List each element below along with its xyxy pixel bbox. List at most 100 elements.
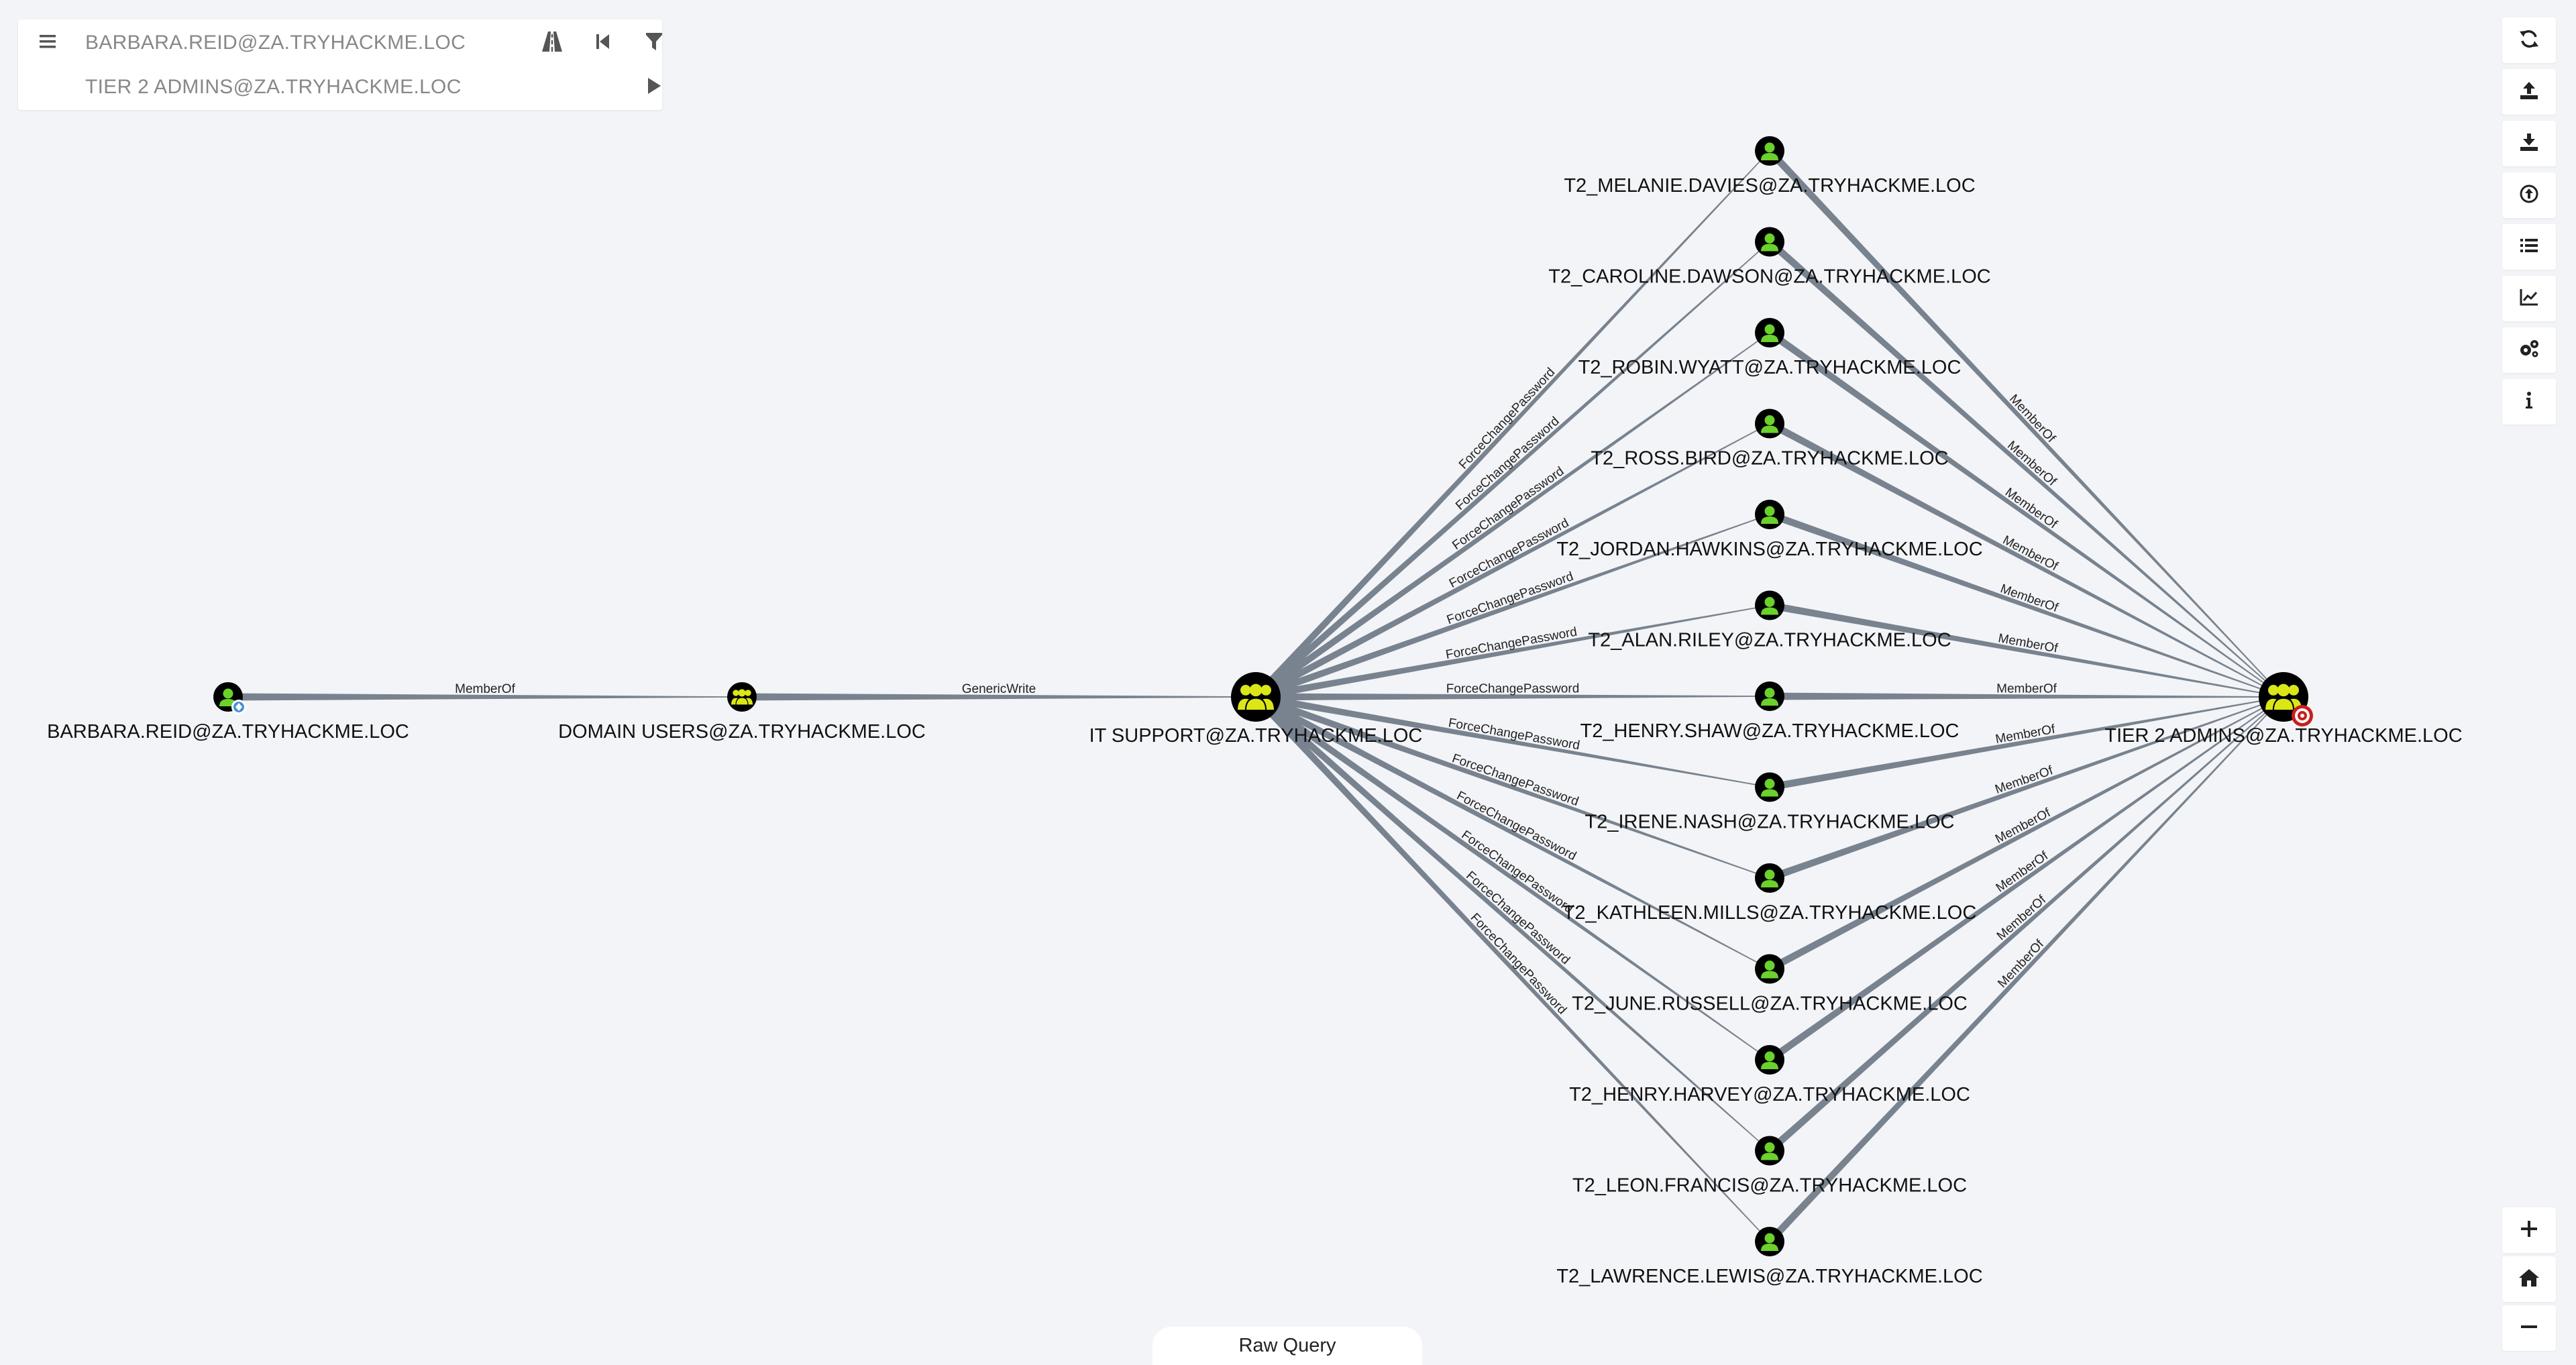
node-label: T2_ROSS.BIRD@ZA.TRYHACKME.LOC	[1591, 448, 1948, 470]
edge-memberof-18[interactable]	[1768, 420, 2284, 698]
edge-forcechangepassword-8[interactable]	[1255, 693, 1770, 701]
node-u4[interactable]: T2_JORDAN.HAWKINS@ZA.TRYHACKME.LOC	[1556, 500, 1983, 560]
edge-memberof-0[interactable]	[228, 693, 742, 701]
zoom-in-button[interactable]	[2502, 1207, 2556, 1253]
edge-label: MemberOf	[1994, 893, 2049, 944]
edge-label: MemberOf	[2004, 439, 2059, 490]
node-tier2[interactable]: TIER 2 ADMINS@ZA.TRYHACKME.LOC	[2104, 672, 2463, 747]
edge-genericwrite-1[interactable]	[742, 693, 1256, 701]
node-label: TIER 2 ADMINS@ZA.TRYHACKME.LOC	[2104, 725, 2462, 747]
group-person-head	[2288, 685, 2299, 696]
queries-button[interactable]	[2502, 224, 2556, 270]
node-label: DOMAIN USERS@ZA.TRYHACKME.LOC	[558, 721, 926, 743]
filter-icon[interactable]	[639, 27, 669, 56]
chart-icon	[2518, 286, 2540, 311]
settings-button[interactable]	[2502, 327, 2556, 373]
edge-memberof-16[interactable]	[1767, 239, 2284, 698]
zoom-out-button[interactable]	[2502, 1305, 2556, 1351]
edge-label: MemberOf	[1996, 681, 2057, 696]
node-u10[interactable]: T2_HENRY.HARVEY@ZA.TRYHACKME.LOC	[1569, 1045, 1970, 1105]
node-itsupport[interactable]: IT SUPPORT@ZA.TRYHACKME.LOC	[1089, 672, 1423, 747]
node-u7[interactable]: T2_IRENE.NASH@ZA.TRYHACKME.LOC	[1585, 772, 1955, 833]
edge-label: MemberOf	[2006, 392, 2058, 445]
edge-memberof-23[interactable]	[1768, 696, 2284, 882]
user-body	[1761, 153, 1778, 160]
user-body	[1761, 607, 1778, 615]
edge-memberof-27[interactable]	[1766, 696, 2284, 1244]
user-head	[1764, 142, 1775, 153]
node-u0[interactable]: T2_MELANIE.DAVIES@ZA.TRYHACKME.LOC	[1564, 136, 1976, 197]
target-ring-center	[2300, 714, 2304, 718]
edge-memberof-24[interactable]	[1768, 696, 2284, 973]
node-u11[interactable]: T2_LEON.FRANCIS@ZA.TRYHACKME.LOC	[1572, 1136, 1967, 1197]
home-button[interactable]	[2502, 1256, 2556, 1302]
edge-label: MemberOf	[455, 682, 515, 696]
user-body	[1761, 243, 1778, 252]
node-u1[interactable]: T2_CAROLINE.DAWSON@ZA.TRYHACKME.LOC	[1548, 227, 1991, 288]
group-person-head	[745, 690, 751, 696]
user-body	[1761, 335, 1778, 342]
node-domainusers[interactable]: DOMAIN USERS@ZA.TRYHACKME.LOC	[558, 682, 926, 743]
group-person-body	[1244, 697, 1267, 712]
play-icon[interactable]	[639, 71, 669, 101]
edge-forcechangepassword-6[interactable]	[1254, 514, 1770, 701]
edge-forcechangepassword-11[interactable]	[1254, 694, 1770, 970]
user-head	[1764, 324, 1775, 335]
start-node-row: BARBARA.REID@ZA.TRYHACKME.LOC	[18, 19, 662, 64]
group-node-circle	[1231, 672, 1281, 722]
edge-memberof-17[interactable]	[1767, 329, 2284, 698]
database-info-button[interactable]	[2502, 276, 2556, 321]
upload-data-button[interactable]	[2502, 172, 2556, 218]
node-label: T2_HENRY.SHAW@ZA.TRYHACKME.LOC	[1580, 720, 1960, 742]
node-u9[interactable]: T2_JUNE.RUSSELL@ZA.TRYHACKME.LOC	[1572, 954, 1968, 1015]
target-node-input[interactable]: TIER 2 ADMINS@ZA.TRYHACKME.LOC	[85, 76, 462, 98]
node-u5[interactable]: T2_ALAN.RILEY@ZA.TRYHACKME.LOC	[1588, 590, 1951, 651]
step-backward-icon[interactable]	[588, 27, 618, 56]
edge-memberof-26[interactable]	[1767, 696, 2284, 1154]
refresh-icon	[2518, 28, 2540, 53]
user-head	[1764, 506, 1775, 516]
import-graph-button[interactable]	[2502, 121, 2556, 166]
edge-forcechangepassword-10[interactable]	[1254, 693, 1770, 879]
user-head	[1764, 779, 1775, 789]
node-label: T2_LAWRENCE.LEWIS@ZA.TRYHACKME.LOC	[1556, 1266, 1982, 1287]
user-head	[1764, 869, 1775, 880]
edge-forcechangepassword-9[interactable]	[1255, 693, 1770, 788]
node-u6[interactable]: T2_HENRY.SHAW@ZA.TRYHACKME.LOC	[1580, 681, 1960, 742]
raw-query-button[interactable]: Raw Query	[1152, 1327, 1422, 1365]
edge-forcechangepassword-2[interactable]	[1252, 150, 1770, 700]
edge-memberof-19[interactable]	[1768, 510, 2284, 698]
group-person-body	[2272, 697, 2295, 712]
edge-memberof-25[interactable]	[1767, 696, 2284, 1063]
edge-forcechangepassword-3[interactable]	[1253, 241, 1770, 700]
edge-memberof-21[interactable]	[1769, 692, 2284, 700]
about-button[interactable]	[2502, 379, 2556, 425]
edge-memberof-15[interactable]	[1766, 148, 2284, 698]
edge-memberof-20[interactable]	[1769, 602, 2284, 698]
edge-forcechangepassword-14[interactable]	[1252, 694, 1770, 1242]
edge-forcechangepassword-7[interactable]	[1255, 604, 1770, 701]
edge-forcechangepassword-5[interactable]	[1254, 423, 1770, 700]
group-node-circle	[727, 682, 757, 712]
node-barbara[interactable]: BARBARA.REID@ZA.TRYHACKME.LOC	[47, 682, 409, 743]
start-node-input[interactable]: BARBARA.REID@ZA.TRYHACKME.LOC	[85, 32, 466, 54]
cogs-icon	[2518, 338, 2540, 363]
node-label: T2_HENRY.HARVEY@ZA.TRYHACKME.LOC	[1569, 1084, 1970, 1105]
user-body	[1761, 698, 1778, 706]
raw-query-label: Raw Query	[1238, 1335, 1336, 1356]
export-graph-button[interactable]	[2502, 69, 2556, 115]
edge-forcechangepassword-12[interactable]	[1253, 694, 1770, 1060]
node-u3[interactable]: T2_ROSS.BIRD@ZA.TRYHACKME.LOC	[1591, 408, 1949, 470]
node-u12[interactable]: T2_LAWRENCE.LEWIS@ZA.TRYHACKME.LOC	[1556, 1227, 1983, 1287]
road-icon[interactable]	[537, 27, 567, 56]
owned-diamond	[235, 703, 242, 711]
hamburger-icon[interactable]	[33, 27, 62, 56]
edge-memberof-22[interactable]	[1769, 696, 2284, 791]
edge-forcechangepassword-13[interactable]	[1253, 694, 1770, 1152]
node-u2[interactable]: T2_ROBIN.WYATT@ZA.TRYHACKME.LOC	[1578, 318, 1962, 378]
edge-forcechangepassword-4[interactable]	[1253, 332, 1770, 700]
refresh-button[interactable]	[2502, 17, 2556, 63]
node-u8[interactable]: T2_KATHLEEN.MILLS@ZA.TRYHACKME.LOC	[1563, 863, 1977, 924]
